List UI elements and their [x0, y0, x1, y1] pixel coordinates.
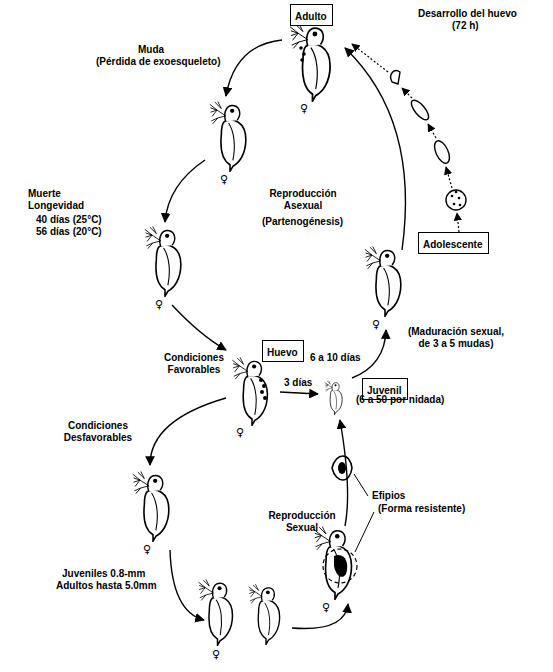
- ephippium: [332, 456, 352, 480]
- annotation: 3 días: [284, 377, 312, 389]
- annotation: Longevidad: [28, 200, 84, 212]
- female-symbol: ♀: [155, 298, 163, 311]
- annotation: (Partenogénesis): [262, 216, 343, 228]
- cycle-arrows: [150, 40, 405, 629]
- annotation: Reproducción Asexual: [258, 188, 348, 211]
- annotation: (Pérdida de exoesqueleto): [96, 56, 220, 68]
- leader-lines: [354, 474, 374, 552]
- ephippium-highlight: [323, 549, 357, 583]
- female-symbol: ♀: [236, 426, 244, 439]
- female-figure: [198, 579, 232, 645]
- molt-figure: [210, 101, 246, 171]
- ephippium-in-body: [334, 555, 347, 577]
- annotation: Muda: [138, 44, 164, 56]
- annotation: Muerte: [28, 188, 61, 200]
- old-figure: [145, 226, 181, 296]
- adolescent-figure: [365, 246, 401, 316]
- stressed-figure: [133, 471, 169, 541]
- female-symbol: ♀: [143, 543, 151, 556]
- female-symbol: ♀: [220, 173, 228, 186]
- stage-name: Adulto: [295, 11, 327, 22]
- annotation: Condiciones Favorables: [162, 352, 226, 375]
- stage-box: Huevo: [262, 340, 304, 362]
- annotation: Efipios: [372, 490, 405, 502]
- egg-bearing-figure: [232, 357, 267, 425]
- annotation: Condiciones Desfavorables: [56, 420, 140, 443]
- female-symbol: ♀: [300, 102, 308, 115]
- female-symbol: ♀: [372, 318, 380, 331]
- annotation: (Maduración sexual, de 3 a 5 mudas): [404, 326, 508, 349]
- daphnia-figures: [133, 24, 401, 646]
- stage-name: Adolescente: [423, 239, 482, 250]
- adult-figure: [290, 24, 330, 102]
- female-symbol: ♀: [212, 648, 220, 661]
- annotation: (Forma resistente): [378, 503, 465, 515]
- annotation: Adultos hasta 5.0mm: [56, 580, 157, 592]
- ephippial-female-figure: [314, 527, 352, 600]
- annotation: (72 h): [452, 20, 479, 32]
- female-symbol: ♀: [322, 601, 330, 614]
- male-figure: [249, 584, 280, 644]
- annotation: 40 días (25°C): [36, 214, 102, 226]
- stage-box: Adulto: [290, 4, 333, 26]
- annotation: Juveniles 0.8-mm: [62, 568, 145, 580]
- stage-name: Huevo: [267, 347, 298, 358]
- stage-box: Adolescente: [418, 232, 489, 254]
- annotation: 6 a 10 días: [310, 352, 361, 364]
- annotation: 56 días (20°C): [36, 226, 102, 238]
- annotation: Desarrollo del huevo: [418, 8, 517, 20]
- annotation: (6 a 50 por nidada): [356, 394, 444, 406]
- juvenile-figure: [325, 381, 343, 415]
- annotation: Reproducción Sexual: [262, 510, 342, 533]
